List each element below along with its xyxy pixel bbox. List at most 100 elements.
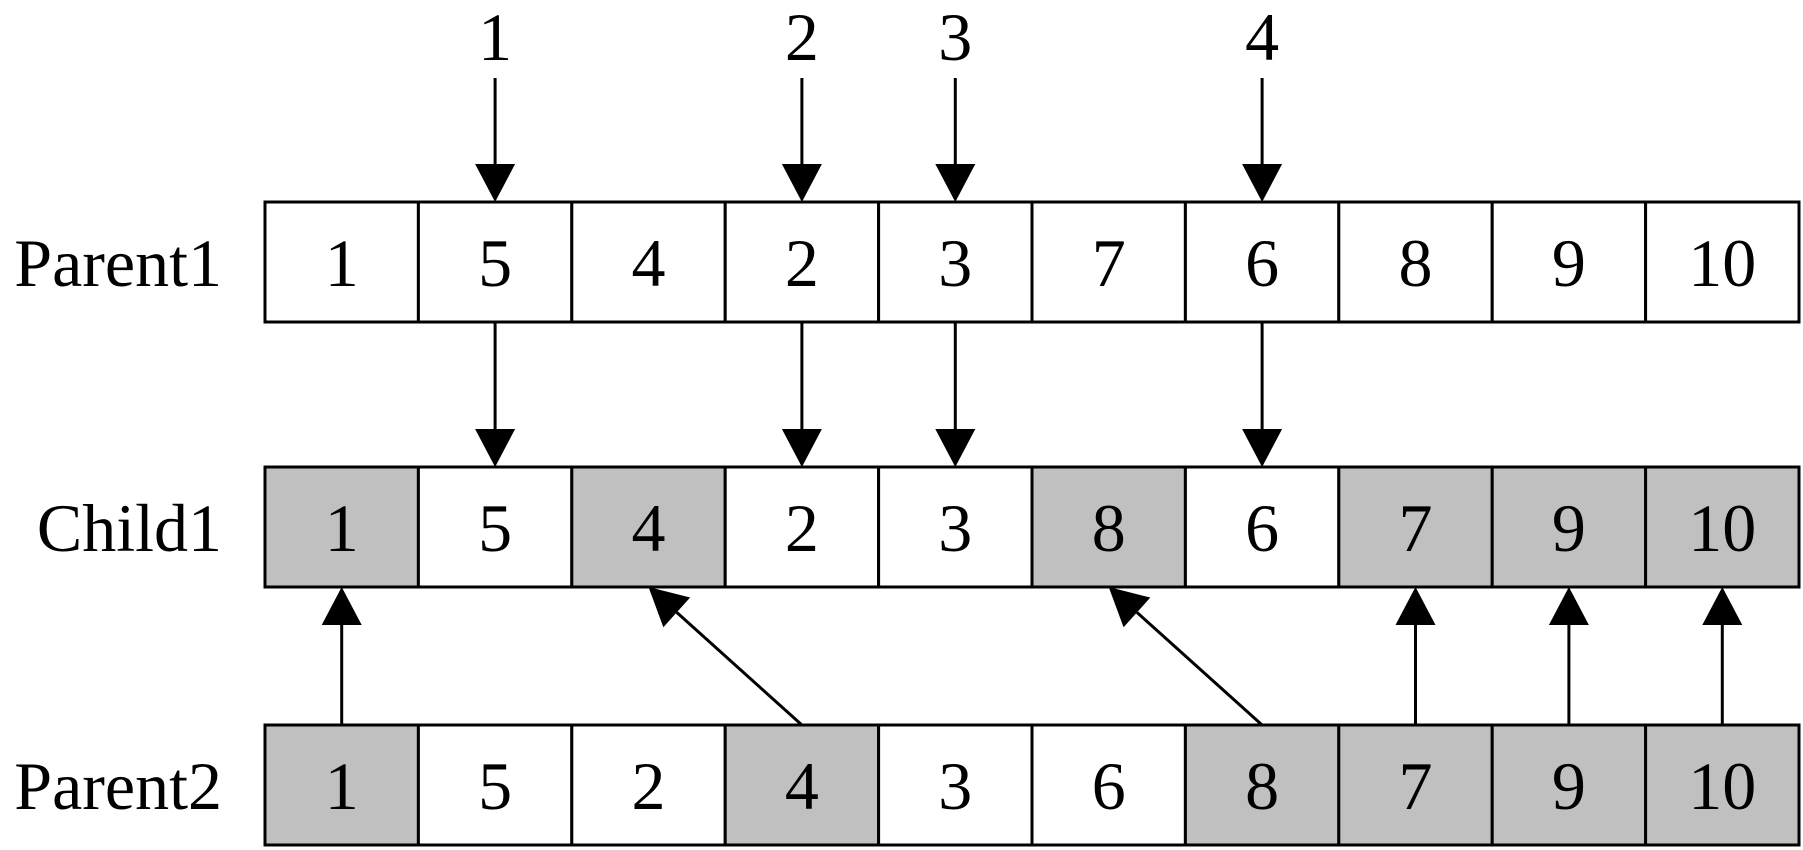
arrow-head [1395,587,1436,625]
arrow-shaft [1135,611,1264,727]
gene-cell: 9 [1490,723,1648,847]
gene-cell-box [1337,465,1494,589]
gene-cell-box [1337,200,1494,324]
arrow-head [781,429,822,467]
crossover-marker-arrow [475,78,516,202]
parent2-to-child1-arrow [1395,587,1436,725]
crossover-marker: 4 [1242,0,1283,202]
crossover-marker: 3 [935,0,976,202]
gene-cell-box [1183,723,1341,847]
arrow-head [475,429,516,467]
gene-cell-box [263,200,420,324]
crossover-marker: 1 [475,0,516,202]
gene-value: 6 [1092,748,1126,824]
gene-cell-box [416,465,574,589]
gene-cell-box [1337,723,1494,847]
parent2-to-child1-arrow [1108,587,1264,727]
gene-cell-box [570,465,727,589]
gene-cell-box [1490,465,1648,589]
gene-value: 5 [478,748,512,824]
parent1-to-child1-arrow [475,322,516,467]
gene-cell-box [1490,723,1648,847]
gene-value: 8 [1245,748,1279,824]
parent1-to-child1-arrow [781,322,822,467]
arrow-head [475,164,516,202]
gene-cell: 6 [1030,723,1187,847]
parent2-to-child1-arrow [321,587,362,725]
gene-value: 3 [938,490,972,566]
gene-value: 4 [785,748,819,824]
gene-value: 7 [1092,225,1126,301]
gene-value: 9 [1552,748,1586,824]
gene-value: 10 [1688,748,1756,824]
gene-cell-box [570,723,727,847]
arrow-shaft [675,611,803,727]
gene-cell: 3 [877,723,1034,847]
gene-value: 7 [1399,490,1433,566]
arrow-head [1242,164,1283,202]
gene-cell-box [1030,200,1187,324]
gene-cell: 7 [1030,200,1187,324]
arrow-head [1548,587,1589,625]
crossover-marker-arrow [1242,78,1283,202]
crossover-point-markers: 1 2 3 4 [475,0,1283,202]
crossover-marker: 2 [781,0,822,202]
gene-value: 10 [1688,225,1756,301]
gene-cell: 1 [263,465,420,589]
gene-value: 3 [938,225,972,301]
gene-value: 3 [938,748,972,824]
arrow-head [935,429,976,467]
gene-value: 8 [1092,490,1126,566]
gene-cell: 9 [1490,200,1648,324]
gene-cell-box [723,200,881,324]
gene-value: 4 [632,490,666,566]
gene-value: 2 [785,490,819,566]
crossover-marker-label: 2 [785,0,819,75]
gene-cell: 6 [1183,200,1341,324]
gene-cell-box [570,200,727,324]
crossover-marker-arrow [781,78,822,202]
gene-transfer-arrows [321,322,1743,727]
gene-cell: 7 [1337,723,1494,847]
gene-cell: 10 [1644,200,1801,324]
gene-cell: 4 [723,723,881,847]
gene-cell-box [416,200,574,324]
gene-cell: 2 [570,723,727,847]
gene-value: 1 [325,225,359,301]
gene-cell-box [1644,723,1801,847]
gene-value: 5 [478,225,512,301]
parent1-to-child1-arrow [1242,322,1283,467]
gene-cell: 3 [877,465,1034,589]
crossover-marker-label: 1 [478,0,512,75]
gene-cell: 2 [723,200,881,324]
gene-value: 9 [1552,490,1586,566]
gene-value: 10 [1688,490,1756,566]
gene-value: 7 [1399,748,1433,824]
gene-cell: 5 [416,465,574,589]
gene-cell-box [1644,465,1801,589]
gene-cell-box [263,465,420,589]
gene-cell: 9 [1490,465,1648,589]
gene-cell-box [723,723,881,847]
gene-cell: 4 [570,200,727,324]
parent2-to-child1-arrow [648,587,803,727]
gene-cell: 10 [1644,465,1801,589]
arrow-head [781,164,822,202]
gene-value: 2 [785,225,819,301]
gene-value: 1 [325,748,359,824]
arrow-head [935,164,976,202]
gene-cell: 10 [1644,723,1801,847]
crossover-marker-arrow [935,78,976,202]
gene-cell-box [1030,465,1187,589]
gene-cell-box [723,465,881,589]
gene-cell: 2 [723,465,881,589]
arrow-head [1108,587,1151,628]
gene-cell: 6 [1183,465,1341,589]
gene-cell: 1 [263,723,420,847]
gene-cell: 7 [1337,465,1494,589]
gene-cell: 1 [263,200,420,324]
